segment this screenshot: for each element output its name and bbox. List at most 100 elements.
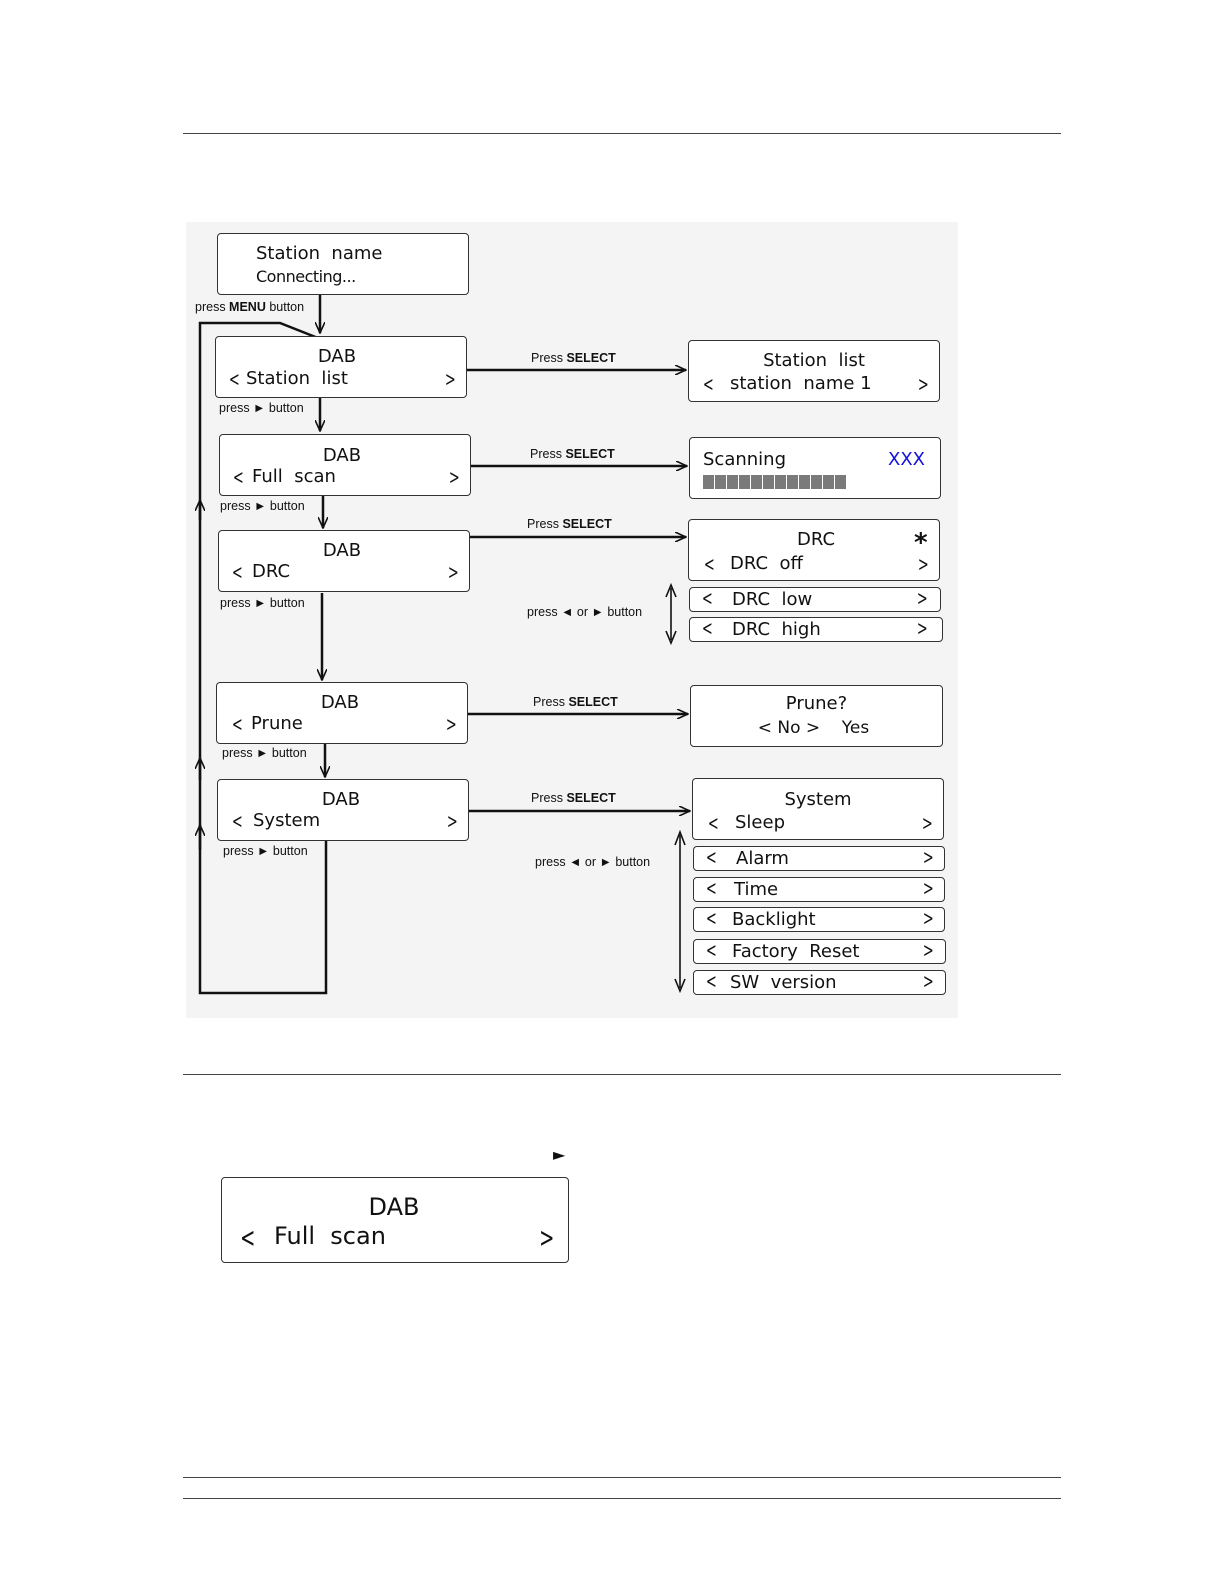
progress-block	[775, 475, 786, 489]
system-option-text: SW version	[730, 972, 837, 993]
press-select-label: Press SELECT	[530, 447, 615, 461]
menu-item-text: Prune	[251, 713, 303, 734]
system-option-text: Alarm	[736, 848, 789, 869]
progress-block	[811, 475, 822, 489]
press-select-label: Press SELECT	[531, 791, 616, 805]
chevron-left-icon: <	[231, 560, 243, 584]
chevron-right-icon: >	[916, 616, 928, 640]
station-name-text: Station name	[256, 243, 383, 264]
system-screen: System < Sleep >	[692, 778, 944, 840]
chevron-left-icon: <	[701, 616, 713, 640]
chevron-right-icon: >	[917, 372, 929, 396]
press-select-label: Press SELECT	[533, 695, 618, 709]
chevron-left-icon: <	[231, 809, 243, 833]
menu-title: DAB	[322, 540, 362, 561]
progress-block	[715, 475, 726, 489]
progress-block	[799, 475, 810, 489]
chevron-right-icon: >	[448, 465, 460, 489]
station-name-item: station name 1	[730, 373, 872, 394]
chevron-left-icon: <	[705, 969, 717, 993]
connecting-text: Connecting...	[256, 267, 356, 286]
station-connecting-screen: Station name Connecting...	[217, 233, 469, 295]
selected-asterisk-icon: *	[914, 528, 928, 558]
drc-option-text: DRC low	[732, 589, 813, 610]
press-right-label: press ► button	[223, 844, 308, 858]
menu-screen-drc: DAB < DRC >	[218, 530, 470, 592]
menu-item-text: DRC	[252, 561, 291, 582]
station-list-title: Station list	[763, 350, 865, 371]
right-arrow-icon: ►	[257, 844, 270, 858]
drc-item: DRC off	[730, 553, 803, 574]
chevron-right-icon: >	[916, 586, 928, 610]
header-rule	[183, 133, 1061, 134]
menu-screen-full-scan: DAB < Full scan >	[219, 434, 471, 496]
system-option: < Time >	[693, 877, 945, 902]
system-option-text: Time	[734, 879, 779, 900]
progress-block	[835, 475, 846, 489]
example-full-scan-screen: DAB < Full scan >	[221, 1177, 569, 1263]
menu-button-label: press MENU button	[195, 300, 305, 314]
progress-block	[787, 475, 798, 489]
footer-rule-bottom	[183, 1498, 1061, 1499]
right-arrow-icon: ►	[254, 499, 267, 513]
drc-title: DRC	[796, 529, 836, 550]
menu-item-text: Station list	[246, 368, 348, 389]
drc-option: < DRC high >	[689, 617, 943, 642]
progress-block	[751, 475, 762, 489]
chevron-left-icon: <	[707, 811, 719, 835]
chevron-left-icon: <	[702, 372, 714, 396]
left-arrow-icon: ◄	[569, 855, 582, 869]
chevron-right-icon: >	[922, 938, 934, 962]
chevron-right-icon: >	[921, 811, 933, 835]
chevron-right-icon: >	[447, 560, 459, 584]
progress-block	[727, 475, 738, 489]
scan-progress-bar	[703, 475, 846, 489]
scanning-label: Scanning	[703, 449, 787, 470]
station-list-screen: Station list < station name 1 >	[688, 340, 940, 402]
chevron-left-icon: <	[705, 876, 717, 900]
chevron-right-icon: >	[922, 906, 934, 930]
system-option-text: Factory Reset	[732, 941, 860, 962]
system-option: < SW version >	[693, 970, 946, 995]
system-item: Sleep	[735, 812, 786, 833]
progress-block	[823, 475, 834, 489]
chevron-right-icon: >	[446, 809, 458, 833]
prune-options: < No > Yes	[757, 718, 870, 738]
press-left-or-right-label: press ◄ or ► button	[535, 855, 651, 869]
system-option-text: Backlight	[732, 909, 816, 930]
press-select-label: Press SELECT	[527, 517, 612, 531]
progress-block	[763, 475, 774, 489]
press-right-label: press ► button	[220, 499, 305, 513]
right-arrow-icon: ►	[253, 401, 266, 415]
chevron-left-icon: <	[231, 712, 243, 736]
chevron-right-icon: >	[922, 969, 934, 993]
chevron-right-icon: >	[922, 876, 934, 900]
menu-title: DAB	[321, 789, 361, 810]
system-option: < Backlight >	[693, 907, 945, 932]
menu-title: DAB	[322, 445, 362, 466]
chevron-left-icon: <	[228, 367, 240, 391]
press-right-label: press ► button	[220, 596, 305, 610]
press-right-label: press ► button	[219, 401, 304, 415]
chevron-left-icon: <	[232, 465, 244, 489]
system-option: < Factory Reset >	[693, 939, 946, 964]
drc-option-text: DRC high	[732, 619, 821, 640]
chevron-left-icon: <	[701, 586, 713, 610]
system-title: System	[784, 789, 852, 810]
section-rule	[183, 1074, 1061, 1075]
right-arrow-icon: ►	[553, 1145, 566, 1164]
menu-title: DAB	[320, 692, 360, 713]
menu-screen-system: DAB < System >	[217, 779, 469, 841]
chevron-right-icon: >	[917, 552, 929, 576]
right-arrow-icon: ►	[591, 605, 604, 619]
chevron-left-icon: <	[705, 845, 717, 869]
station-count: XXX	[888, 449, 925, 470]
progress-block	[739, 475, 750, 489]
menu-screen-station-list: DAB < Station list >	[215, 336, 467, 398]
chevron-left-icon: <	[703, 552, 715, 576]
chevron-left-icon: <	[240, 1221, 256, 1254]
scanning-screen: Scanning XXX	[689, 437, 941, 499]
right-arrow-icon: ►	[256, 746, 269, 760]
press-select-label: Press SELECT	[531, 351, 616, 365]
